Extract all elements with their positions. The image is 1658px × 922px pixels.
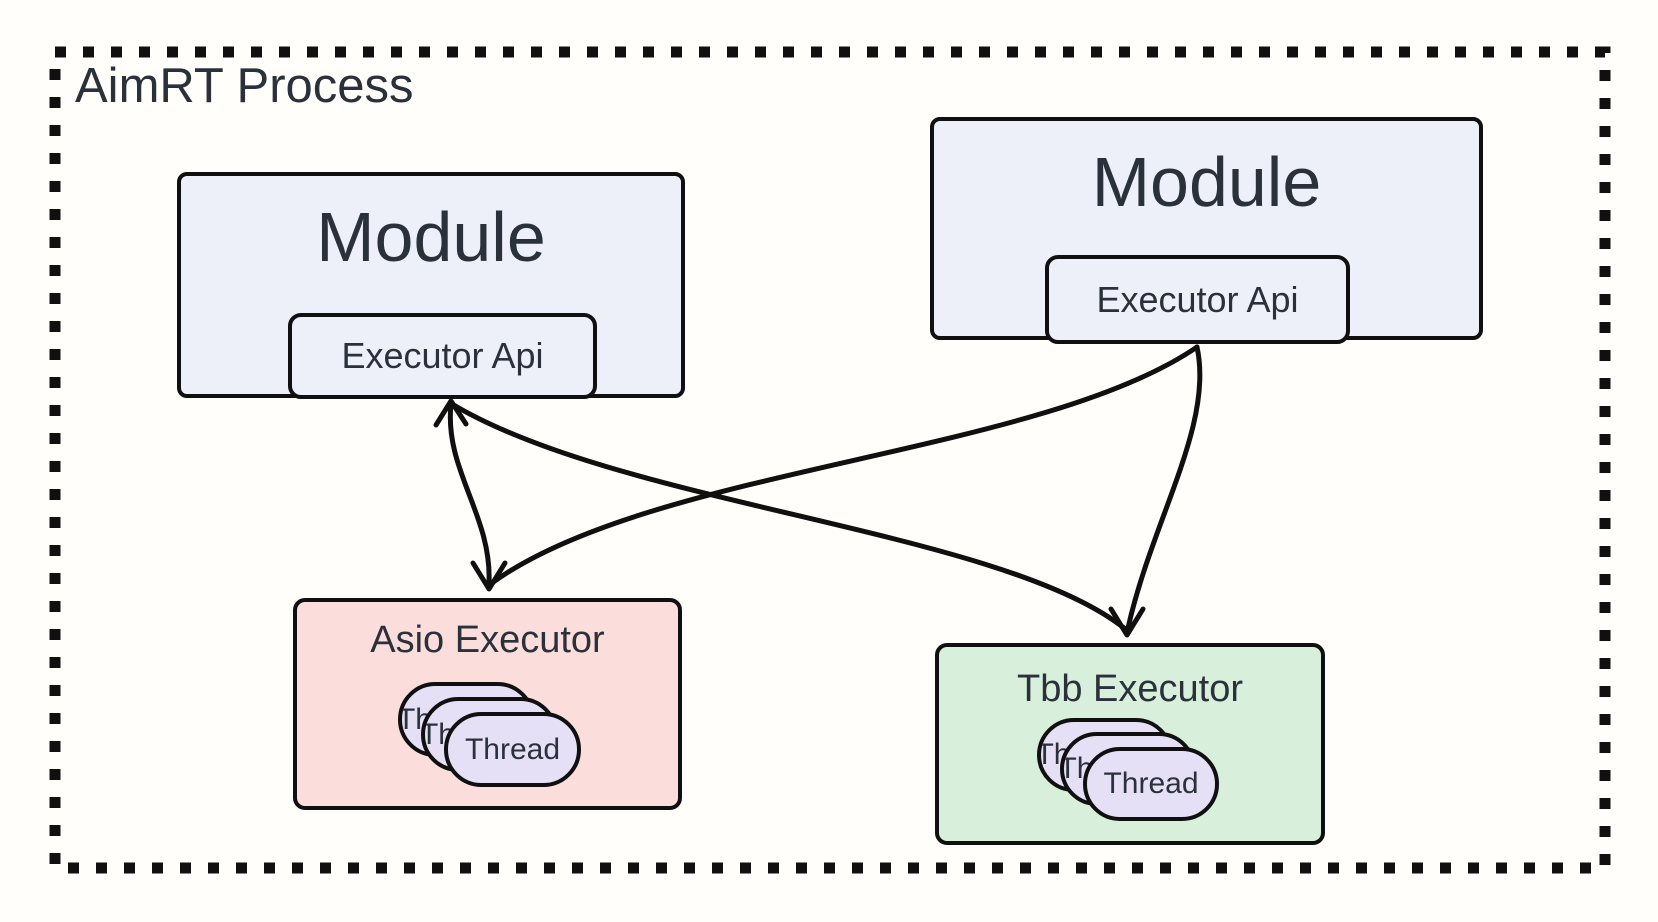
arrowhead-down-tbb-icon — [1108, 606, 1146, 638]
arrow-left-api-asio — [447, 401, 492, 586]
module-right-title: Module — [1091, 143, 1322, 221]
arrow-left-api-tbb — [449, 401, 1127, 631]
thread-label: Thread — [1103, 767, 1199, 800]
module-left-title: Module — [316, 198, 546, 276]
executor-api-right-label: Executor Api — [1096, 278, 1299, 320]
thread-pill: Thread — [1083, 747, 1219, 821]
process-title: AimRT Process — [75, 59, 414, 113]
tbb-executor-title: Tbb Executor — [1017, 668, 1243, 710]
arrow-right-api-asio — [489, 344, 1200, 586]
asio-executor-title: Asio Executor — [370, 619, 605, 661]
arrowhead-down-asio-icon — [470, 560, 508, 592]
arrow-right-api-tbb — [1125, 344, 1203, 631]
arrowhead-up-left-api-icon — [433, 398, 469, 428]
thread-label: Thread — [464, 732, 561, 766]
process-boundary — [49, 46, 1611, 874]
executor-api-box-left: Executor Api — [288, 313, 597, 399]
executor-api-left-label: Executor Api — [341, 335, 544, 376]
executor-api-box-right: Executor Api — [1045, 255, 1350, 344]
thread-pill: Thread — [444, 712, 581, 787]
